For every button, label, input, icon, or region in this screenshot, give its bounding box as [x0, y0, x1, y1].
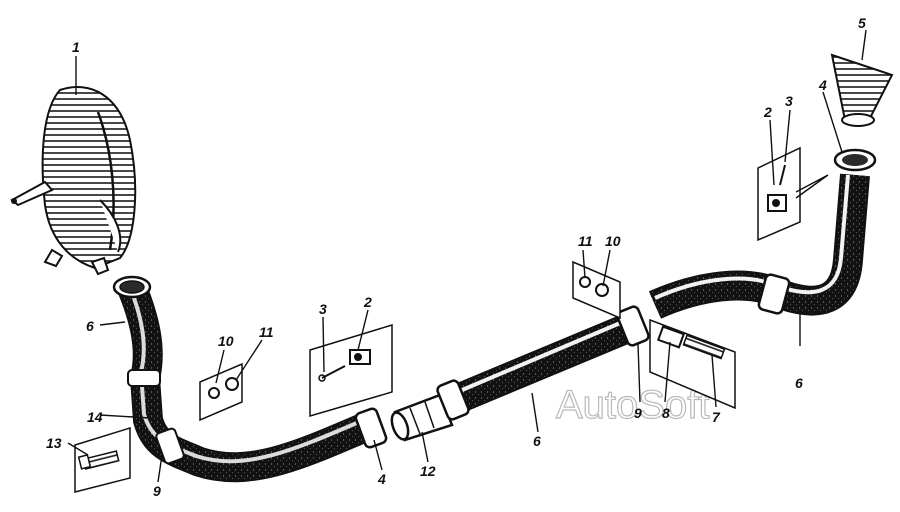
- callout-8: 8: [662, 405, 670, 421]
- callout-13: 13: [46, 435, 62, 451]
- callout-4-top: 4: [818, 77, 827, 93]
- callout-7: 7: [712, 409, 721, 425]
- air-intake-housing: [10, 86, 137, 276]
- callout-6-right: 6: [795, 375, 803, 391]
- callout-11-left: 11: [259, 324, 274, 340]
- funnel-nozzle: [830, 53, 894, 127]
- callout-1: 1: [72, 39, 80, 55]
- callout-2-right: 2: [763, 104, 772, 120]
- callout-5: 5: [858, 15, 866, 31]
- coupling-sleeve: [390, 393, 454, 442]
- watermark-text: AutoSoft: [556, 383, 709, 427]
- callout-6-center: 6: [533, 433, 541, 449]
- hardware-box-bolt-13: [74, 426, 131, 493]
- callout-9-left: 9: [153, 483, 161, 499]
- callout-6-left: 6: [86, 318, 94, 334]
- duct-right-assembly: [648, 148, 877, 319]
- hardware-box-left-2-3: [309, 323, 393, 418]
- hardware-box-center-10-11: [572, 260, 621, 320]
- callout-10-right: 10: [605, 233, 621, 249]
- duct-left-assembly: [112, 275, 388, 483]
- hardware-box-right-2-3: [757, 146, 801, 242]
- callout-4-bottom: 4: [377, 471, 386, 487]
- callout-14: 14: [87, 409, 103, 425]
- callout-10-left: 10: [218, 333, 234, 349]
- callout-labels: 1 6 14 13 9 10 11 3 2 4 12 6 11 10 9 8 7…: [46, 15, 866, 499]
- callout-2-left: 2: [363, 294, 372, 310]
- callout-3-right: 3: [785, 93, 793, 109]
- callout-9-center: 9: [634, 405, 642, 421]
- callout-11-right: 11: [578, 233, 593, 249]
- leader-lines: [67, 29, 867, 483]
- callout-3-left: 3: [319, 301, 327, 317]
- hardware-box-left-10-11: [199, 362, 243, 422]
- callout-12: 12: [420, 463, 436, 479]
- duct-center: [436, 305, 650, 421]
